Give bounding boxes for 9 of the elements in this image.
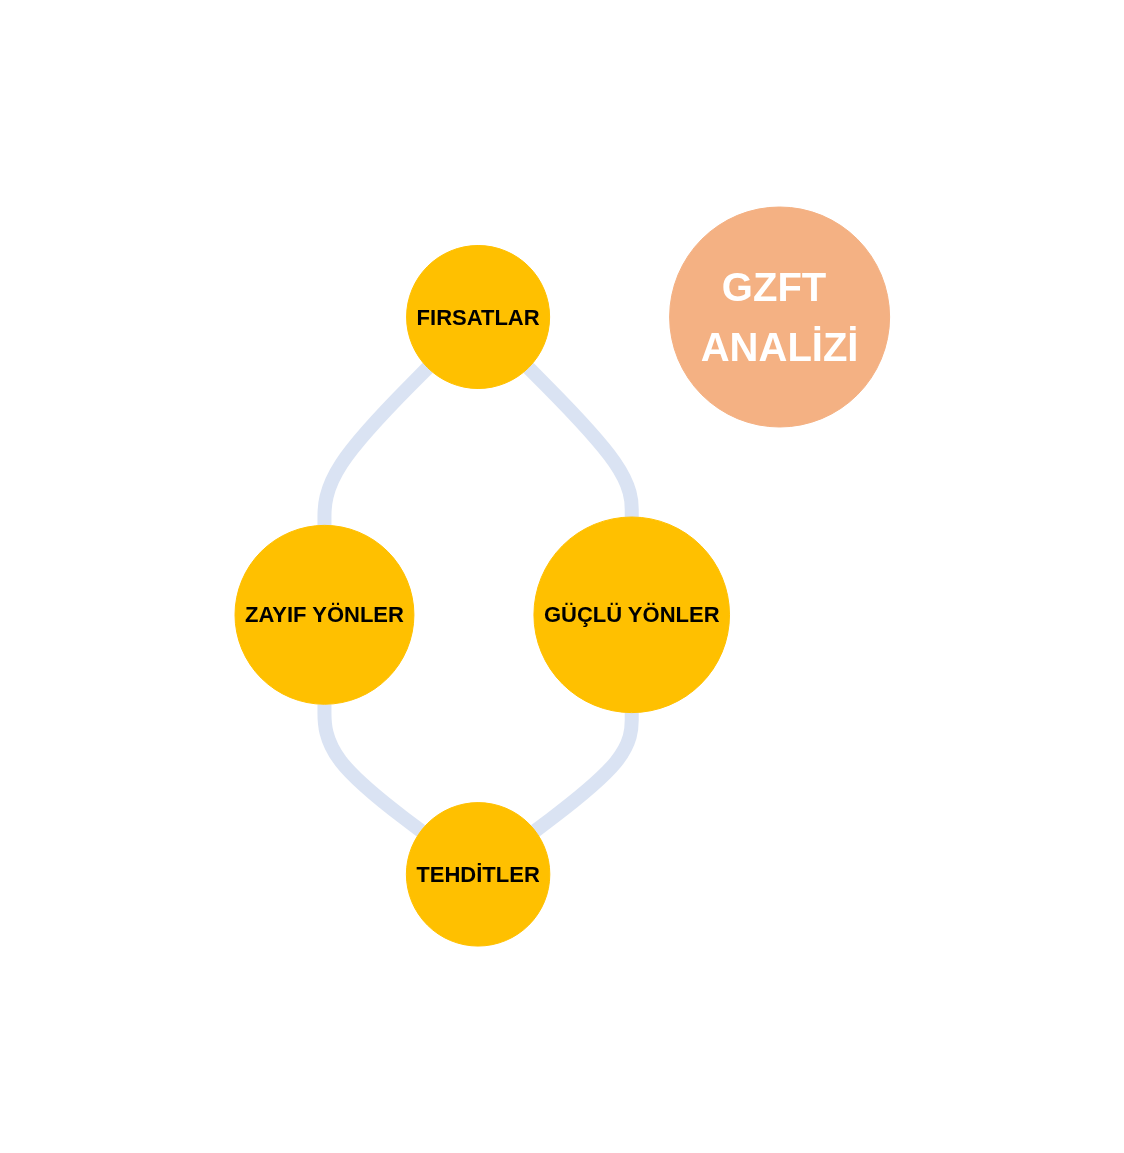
connector bbox=[523, 362, 639, 517]
node-circle: TEHDİTLER bbox=[405, 802, 550, 947]
node-circle: FIRSATLAR bbox=[405, 244, 550, 389]
node-circle: GZFT ANALİZİ bbox=[668, 206, 890, 428]
connector bbox=[530, 712, 639, 837]
node-circle: GÜÇLÜ YÖNLER bbox=[533, 516, 730, 714]
connector bbox=[317, 362, 433, 526]
connector bbox=[317, 704, 425, 837]
node-circle: ZAYIF YÖNLER bbox=[234, 524, 415, 705]
